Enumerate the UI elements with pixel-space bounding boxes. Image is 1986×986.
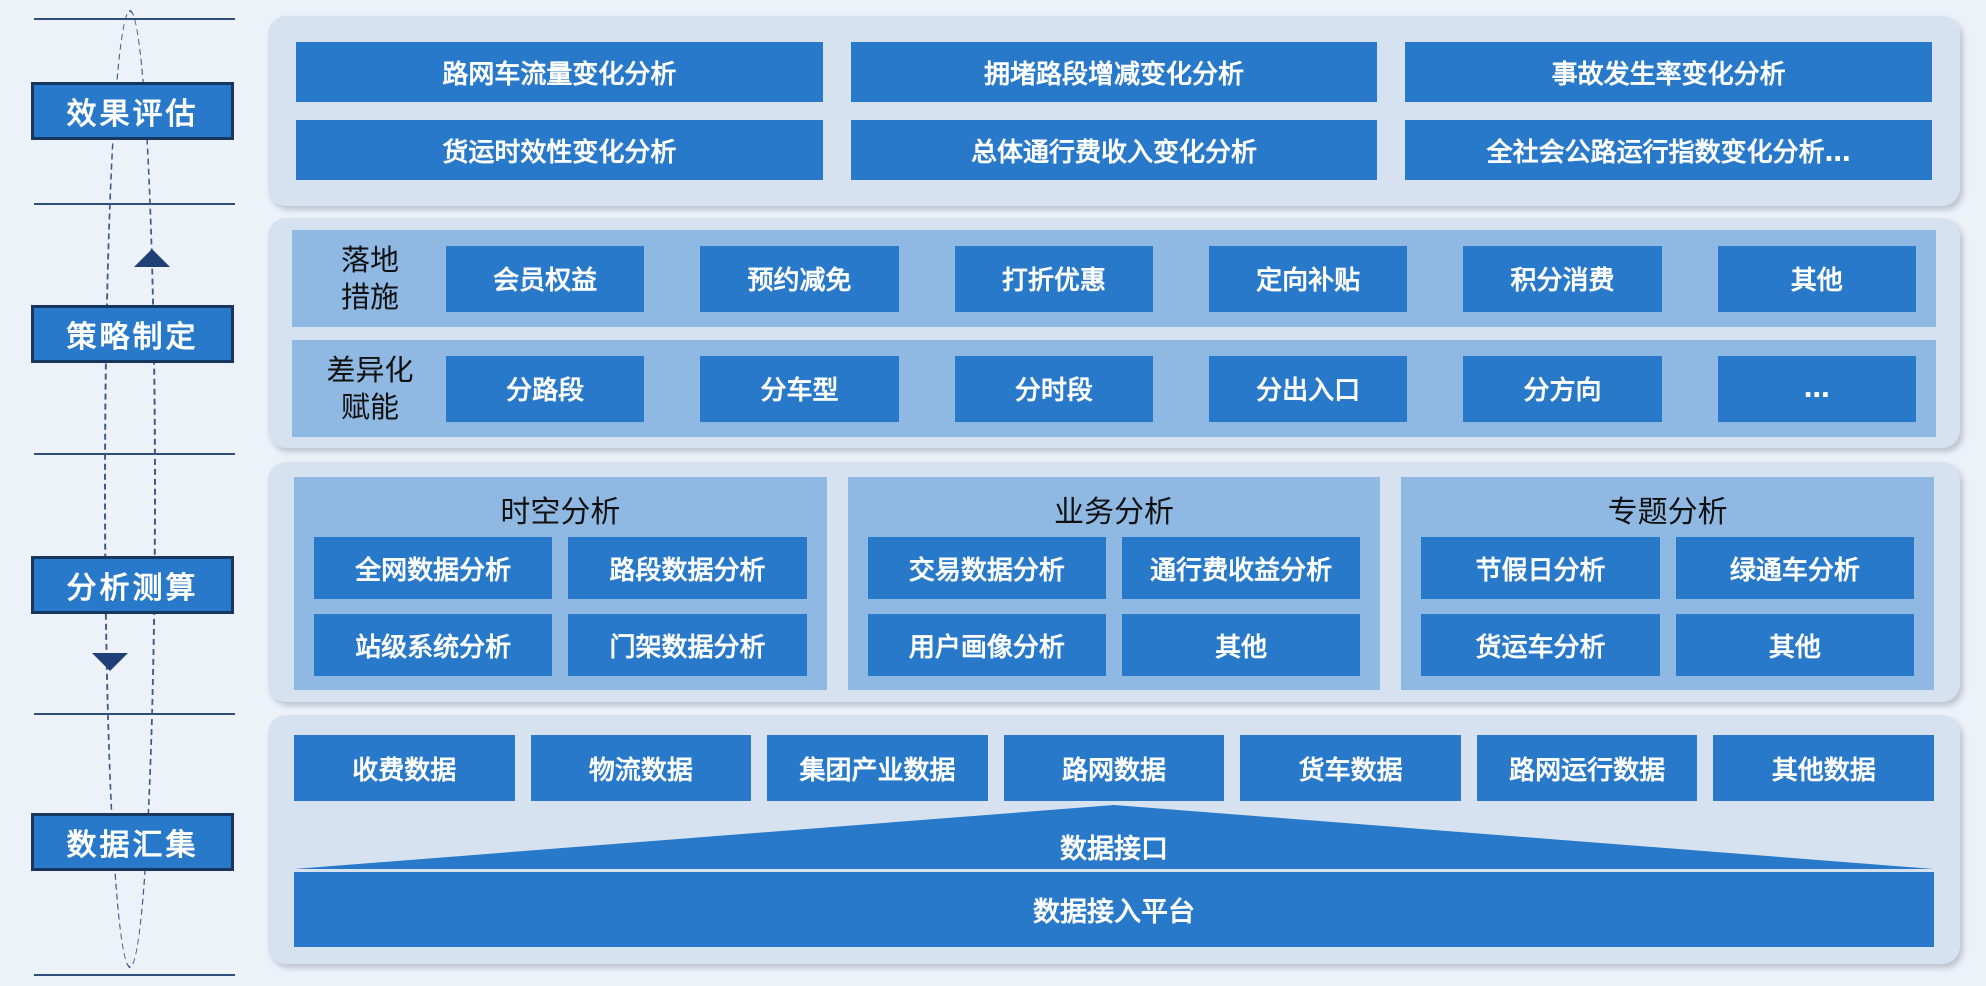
process-rail: 效果评估 策略制定 分析测算 数据汇集 xyxy=(0,0,260,986)
strategy-item-box: 积分消费 xyxy=(1463,245,1662,312)
strategy-item-box: … xyxy=(1717,355,1916,422)
evaluation-item-box: 货运时效性变化分析 xyxy=(296,120,823,180)
data-interface-triangle: 数据接口 xyxy=(294,805,1934,869)
panel-effect-evaluation: 路网车流量变化分析 拥堵路段增减变化分析 事故发生率变化分析 货运时效性变化分析… xyxy=(268,16,1960,206)
analysis-group-title: 时空分析 xyxy=(500,495,621,530)
cycle-loop-ellipse xyxy=(104,10,156,968)
analysis-grid: 节假日分析 绿通车分析 货运车分析 其他 xyxy=(1421,537,1915,676)
strategy-item-box: 其他 xyxy=(1717,245,1916,312)
data-source-box: 货车数据 xyxy=(1240,735,1461,801)
stage-data-collection: 数据汇集 xyxy=(31,813,234,871)
analysis-item-box: 站级系统分析 xyxy=(314,614,553,676)
strategy-item-box: 分出入口 xyxy=(1208,355,1408,422)
analysis-item-box: 通行费收益分析 xyxy=(1122,537,1361,599)
analysis-grid: 交易数据分析 通行费收益分析 用户画像分析 其他 xyxy=(867,537,1361,676)
stage-strategy-formulation: 策略制定 xyxy=(31,305,234,363)
diagram-content: 路网车流量变化分析 拥堵路段增减变化分析 事故发生率变化分析 货运时效性变化分析… xyxy=(268,16,1960,964)
evaluation-item-box: 拥堵路段增减变化分析 xyxy=(850,42,1378,102)
strategy-item-box: 分方向 xyxy=(1463,355,1662,422)
strategy-item-box: 定向补贴 xyxy=(1208,245,1408,312)
analysis-item-box: 用户画像分析 xyxy=(867,614,1106,676)
panel-analysis: 时空分析 全网数据分析 路段数据分析 站级系统分析 门架数据分析 业务分析 交易… xyxy=(268,462,1960,702)
analysis-item-box: 路段数据分析 xyxy=(568,537,807,599)
strategy-row-differentiation: 差异化 赋能 分路段 分车型 分时段 分出入口 分方向 … xyxy=(292,340,1936,437)
analysis-group-business: 业务分析 交易数据分析 通行费收益分析 用户画像分析 其他 xyxy=(847,477,1381,690)
analysis-item-box: 货运车分析 xyxy=(1421,614,1660,676)
data-sources-row: 收费数据 物流数据 集团产业数据 路网数据 货车数据 路网运行数据 其他数据 xyxy=(294,735,1935,801)
evaluation-item-box: 全社会公路运行指数变化分析… xyxy=(1405,120,1932,180)
panel-strategy: 落地 措施 会员权益 预约减免 打折优惠 定向补贴 积分消费 其他 差异化 赋能… xyxy=(268,218,1960,448)
data-source-box: 路网运行数据 xyxy=(1476,735,1698,801)
strategy-row-label: 落地 措施 xyxy=(340,243,399,314)
evaluation-item-box: 事故发生率变化分析 xyxy=(1405,42,1932,102)
strategy-item-box: 会员权益 xyxy=(446,245,645,312)
strategy-row-label: 差异化 赋能 xyxy=(326,353,414,424)
rail-divider-line xyxy=(34,974,235,976)
data-source-box: 物流数据 xyxy=(530,735,752,801)
evaluation-item-box: 总体通行费收入变化分析 xyxy=(850,120,1378,180)
analysis-item-box: 交易数据分析 xyxy=(867,537,1106,599)
analysis-group-spatiotemporal: 时空分析 全网数据分析 路段数据分析 站级系统分析 门架数据分析 xyxy=(294,477,827,690)
analysis-item-box: 门架数据分析 xyxy=(568,614,807,676)
strategy-item-box: 预约减免 xyxy=(700,245,899,312)
stage-effect-evaluation: 效果评估 xyxy=(31,82,234,140)
cycle-arrow-up-icon xyxy=(134,249,170,267)
analysis-item-box: 其他 xyxy=(1122,614,1361,676)
cycle-arrow-down-icon xyxy=(92,653,128,671)
analysis-item-box: 绿通车分析 xyxy=(1675,537,1915,599)
strategy-items: 会员权益 预约减免 打折优惠 定向补贴 积分消费 其他 xyxy=(446,245,1916,312)
strategy-item-box: 分车型 xyxy=(700,355,899,422)
strategy-items: 分路段 分车型 分时段 分出入口 分方向 … xyxy=(446,355,1916,422)
analysis-grid: 全网数据分析 路段数据分析 站级系统分析 门架数据分析 xyxy=(314,537,807,676)
strategy-item-box: 分时段 xyxy=(954,355,1153,422)
strategy-row-measures: 落地 措施 会员权益 预约减免 打折优惠 定向补贴 积分消费 其他 xyxy=(292,230,1936,327)
strategy-item-box: 打折优惠 xyxy=(954,245,1153,312)
analysis-group-title: 业务分析 xyxy=(1054,495,1174,530)
data-source-box: 收费数据 xyxy=(294,735,515,801)
analysis-item-box: 节假日分析 xyxy=(1421,537,1660,599)
panel-data: 收费数据 物流数据 集团产业数据 路网数据 货车数据 路网运行数据 其他数据 数… xyxy=(268,715,1960,964)
stage-analysis-calculation: 分析测算 xyxy=(31,556,234,614)
analysis-item-box: 全网数据分析 xyxy=(314,537,553,599)
evaluation-item-box: 路网车流量变化分析 xyxy=(296,42,823,102)
data-source-box: 集团产业数据 xyxy=(767,735,988,801)
strategy-item-box: 分路段 xyxy=(446,355,645,422)
data-source-box: 路网数据 xyxy=(1003,735,1225,801)
analysis-item-box: 其他 xyxy=(1675,614,1915,676)
data-platform-bar: 数据接入平台 xyxy=(294,872,1934,947)
analysis-group-special-topics: 专题分析 节假日分析 绿通车分析 货运车分析 其他 xyxy=(1401,477,1935,690)
analysis-group-title: 专题分析 xyxy=(1607,495,1728,530)
data-source-box: 其他数据 xyxy=(1713,735,1935,801)
